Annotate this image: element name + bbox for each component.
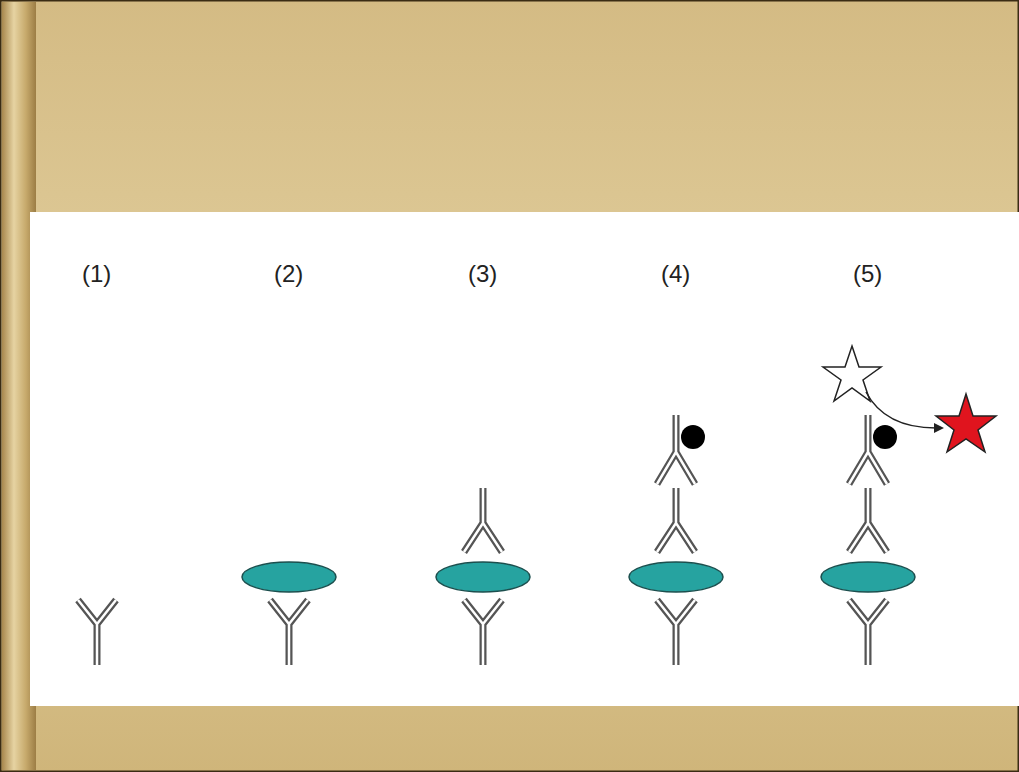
step-number: (3) bbox=[468, 262, 497, 286]
capture-antibody bbox=[270, 600, 308, 665]
step-number: (4) bbox=[661, 262, 690, 286]
secondary-antibodies bbox=[464, 415, 897, 552]
step-number: (1) bbox=[82, 262, 111, 286]
substrate-reaction bbox=[823, 346, 996, 452]
capture-antibody bbox=[849, 600, 887, 665]
antigen-group bbox=[242, 562, 915, 592]
capture-antibody bbox=[657, 600, 695, 665]
antigen bbox=[242, 562, 336, 592]
primary-antibody bbox=[657, 488, 695, 552]
antigen bbox=[821, 562, 915, 592]
antigen bbox=[436, 562, 530, 592]
enzyme-antibody bbox=[657, 415, 705, 484]
capture-antibody bbox=[78, 600, 116, 665]
antibody-drawings bbox=[78, 600, 887, 665]
capture-antibody bbox=[464, 600, 502, 665]
substrate-star bbox=[823, 346, 881, 401]
reaction-arrow bbox=[866, 392, 936, 428]
step-number: (2) bbox=[274, 262, 303, 286]
primary-antibody bbox=[464, 488, 502, 552]
arrow-head bbox=[934, 423, 944, 433]
white-panel bbox=[30, 212, 1019, 706]
antigen bbox=[629, 562, 723, 592]
step-number: (5) bbox=[853, 262, 882, 286]
product-star bbox=[936, 394, 996, 452]
enzyme-antibody bbox=[849, 415, 897, 484]
primary-antibody bbox=[849, 488, 887, 552]
